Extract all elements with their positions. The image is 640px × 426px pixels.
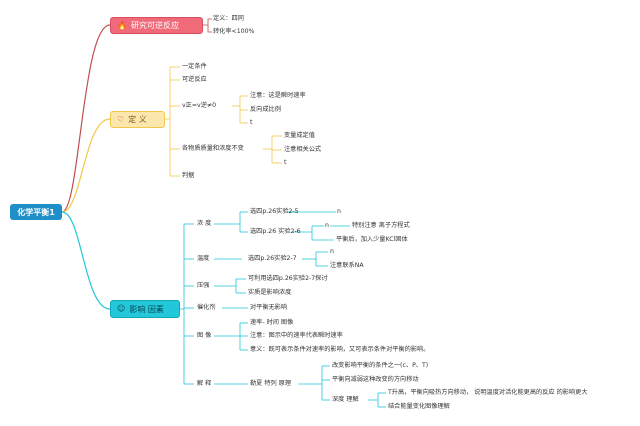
- subtopic-t[interactable]: t: [284, 159, 287, 166]
- subtopic-deep-understanding[interactable]: 深度 理解: [332, 396, 359, 403]
- subtopic-le-chatelier[interactable]: 勒夏 特列 原理: [250, 380, 292, 387]
- subtopic-experiment-2-5[interactable]: 选四p.26实验2-5: [250, 208, 299, 215]
- subtopic-energy-graph[interactable]: 结合能量变化图像理解: [388, 403, 450, 410]
- subtopic-link-na[interactable]: 注意联系NA: [330, 262, 364, 269]
- topic-reversible-reaction[interactable]: 🔥 研究可逆反应: [110, 17, 203, 34]
- subtopic-experiment-2-6[interactable]: 选四p.26 实验2-6: [250, 228, 301, 235]
- subtopic-rate-equal[interactable]: v正=v逆≠0: [182, 102, 217, 109]
- subtopic-n[interactable]: n: [337, 208, 341, 215]
- subtopic-pressure[interactable]: 压强: [197, 282, 210, 289]
- subtopic-n[interactable]: n: [330, 248, 334, 255]
- subtopic-related-formulas[interactable]: 注意相关公式: [284, 146, 322, 153]
- subtopic-n[interactable]: n: [325, 222, 329, 229]
- subtopic-catalyst[interactable]: 催化剂: [197, 304, 216, 311]
- root-topic[interactable]: 化学平衡1: [10, 204, 62, 220]
- subtopic-explanation[interactable]: 解 释: [197, 380, 212, 387]
- subtopic-add-kcl[interactable]: 平衡后，加入少量KCl固体: [336, 236, 408, 243]
- subtopic-definition-four-same[interactable]: 定义：四同: [213, 15, 244, 22]
- fire-icon: 🔥: [117, 20, 127, 30]
- subtopic-rate-time-graph[interactable]: 速率- 时间 图像: [250, 319, 294, 326]
- subtopic-concentration[interactable]: 浓 度: [197, 220, 212, 227]
- topic-definition[interactable]: ♡ 定 义: [110, 111, 165, 128]
- subtopic-change-condition[interactable]: 改变影响平衡的条件之一(c、P、T): [332, 362, 429, 369]
- root-label: 化学平衡1: [17, 207, 55, 217]
- subtopic-no-effect-on-equilibrium[interactable]: 对平衡无影响: [250, 304, 288, 311]
- subtopic-mass-concentration-constant[interactable]: 各物质质量和浓度不变: [182, 145, 244, 152]
- subtopic-certain-conditions[interactable]: 一定条件: [182, 63, 207, 70]
- subtopic-temperature[interactable]: 温度: [197, 255, 210, 262]
- subtopic-experiment-2-7[interactable]: 选四p.26实验2-7: [248, 255, 297, 262]
- subtopic-shift-direction[interactable]: 平衡向减弱这种改变的方向移动: [332, 376, 419, 383]
- subtopic-criterion[interactable]: 判据: [182, 172, 195, 179]
- subtopic-instant-rate-note[interactable]: 注意：这是瞬时速率: [250, 92, 306, 99]
- subtopic-reversible-reaction[interactable]: 可逆反应: [182, 76, 207, 83]
- topic-label: 定 义: [128, 115, 147, 124]
- subtopic-conversion-rate[interactable]: 转化率<100%: [213, 28, 255, 35]
- subtopic-instant-rate-graph-note[interactable]: 注意：图示中的速率代表瞬时速率: [250, 332, 343, 339]
- subtopic-temperature-endothermic[interactable]: T升高，平衡向吸热方向移动， 说明温度对活化能更高的反应 的影响更大: [388, 389, 588, 396]
- topic-influencing-factors[interactable]: ☺ 影响 因素: [110, 300, 180, 318]
- smiley-icon: ☺: [117, 304, 126, 313]
- subtopic-graph-meaning[interactable]: 意义：既可表示条件对速率的影响，又可表示条件对平衡的影响。: [250, 346, 430, 353]
- subtopic-graph[interactable]: 图 像: [197, 332, 212, 339]
- topic-label: 影响 因素: [129, 304, 164, 314]
- subtopic-variable-to-constant[interactable]: 变量成定值: [284, 132, 315, 139]
- topic-label: 研究可逆反应: [130, 21, 179, 30]
- subtopic-reverse-proportional[interactable]: 反向成比例: [250, 106, 281, 113]
- subtopic-explore-experiment[interactable]: 可利用选四p.26实验2-7探讨: [248, 275, 328, 282]
- heart-icon: ♡: [117, 114, 125, 124]
- subtopic-essence-concentration[interactable]: 实质是影响浓度: [248, 289, 292, 296]
- subtopic-t[interactable]: t: [250, 119, 253, 126]
- subtopic-ionic-equation-note[interactable]: 特别注意 离子方程式: [352, 222, 410, 229]
